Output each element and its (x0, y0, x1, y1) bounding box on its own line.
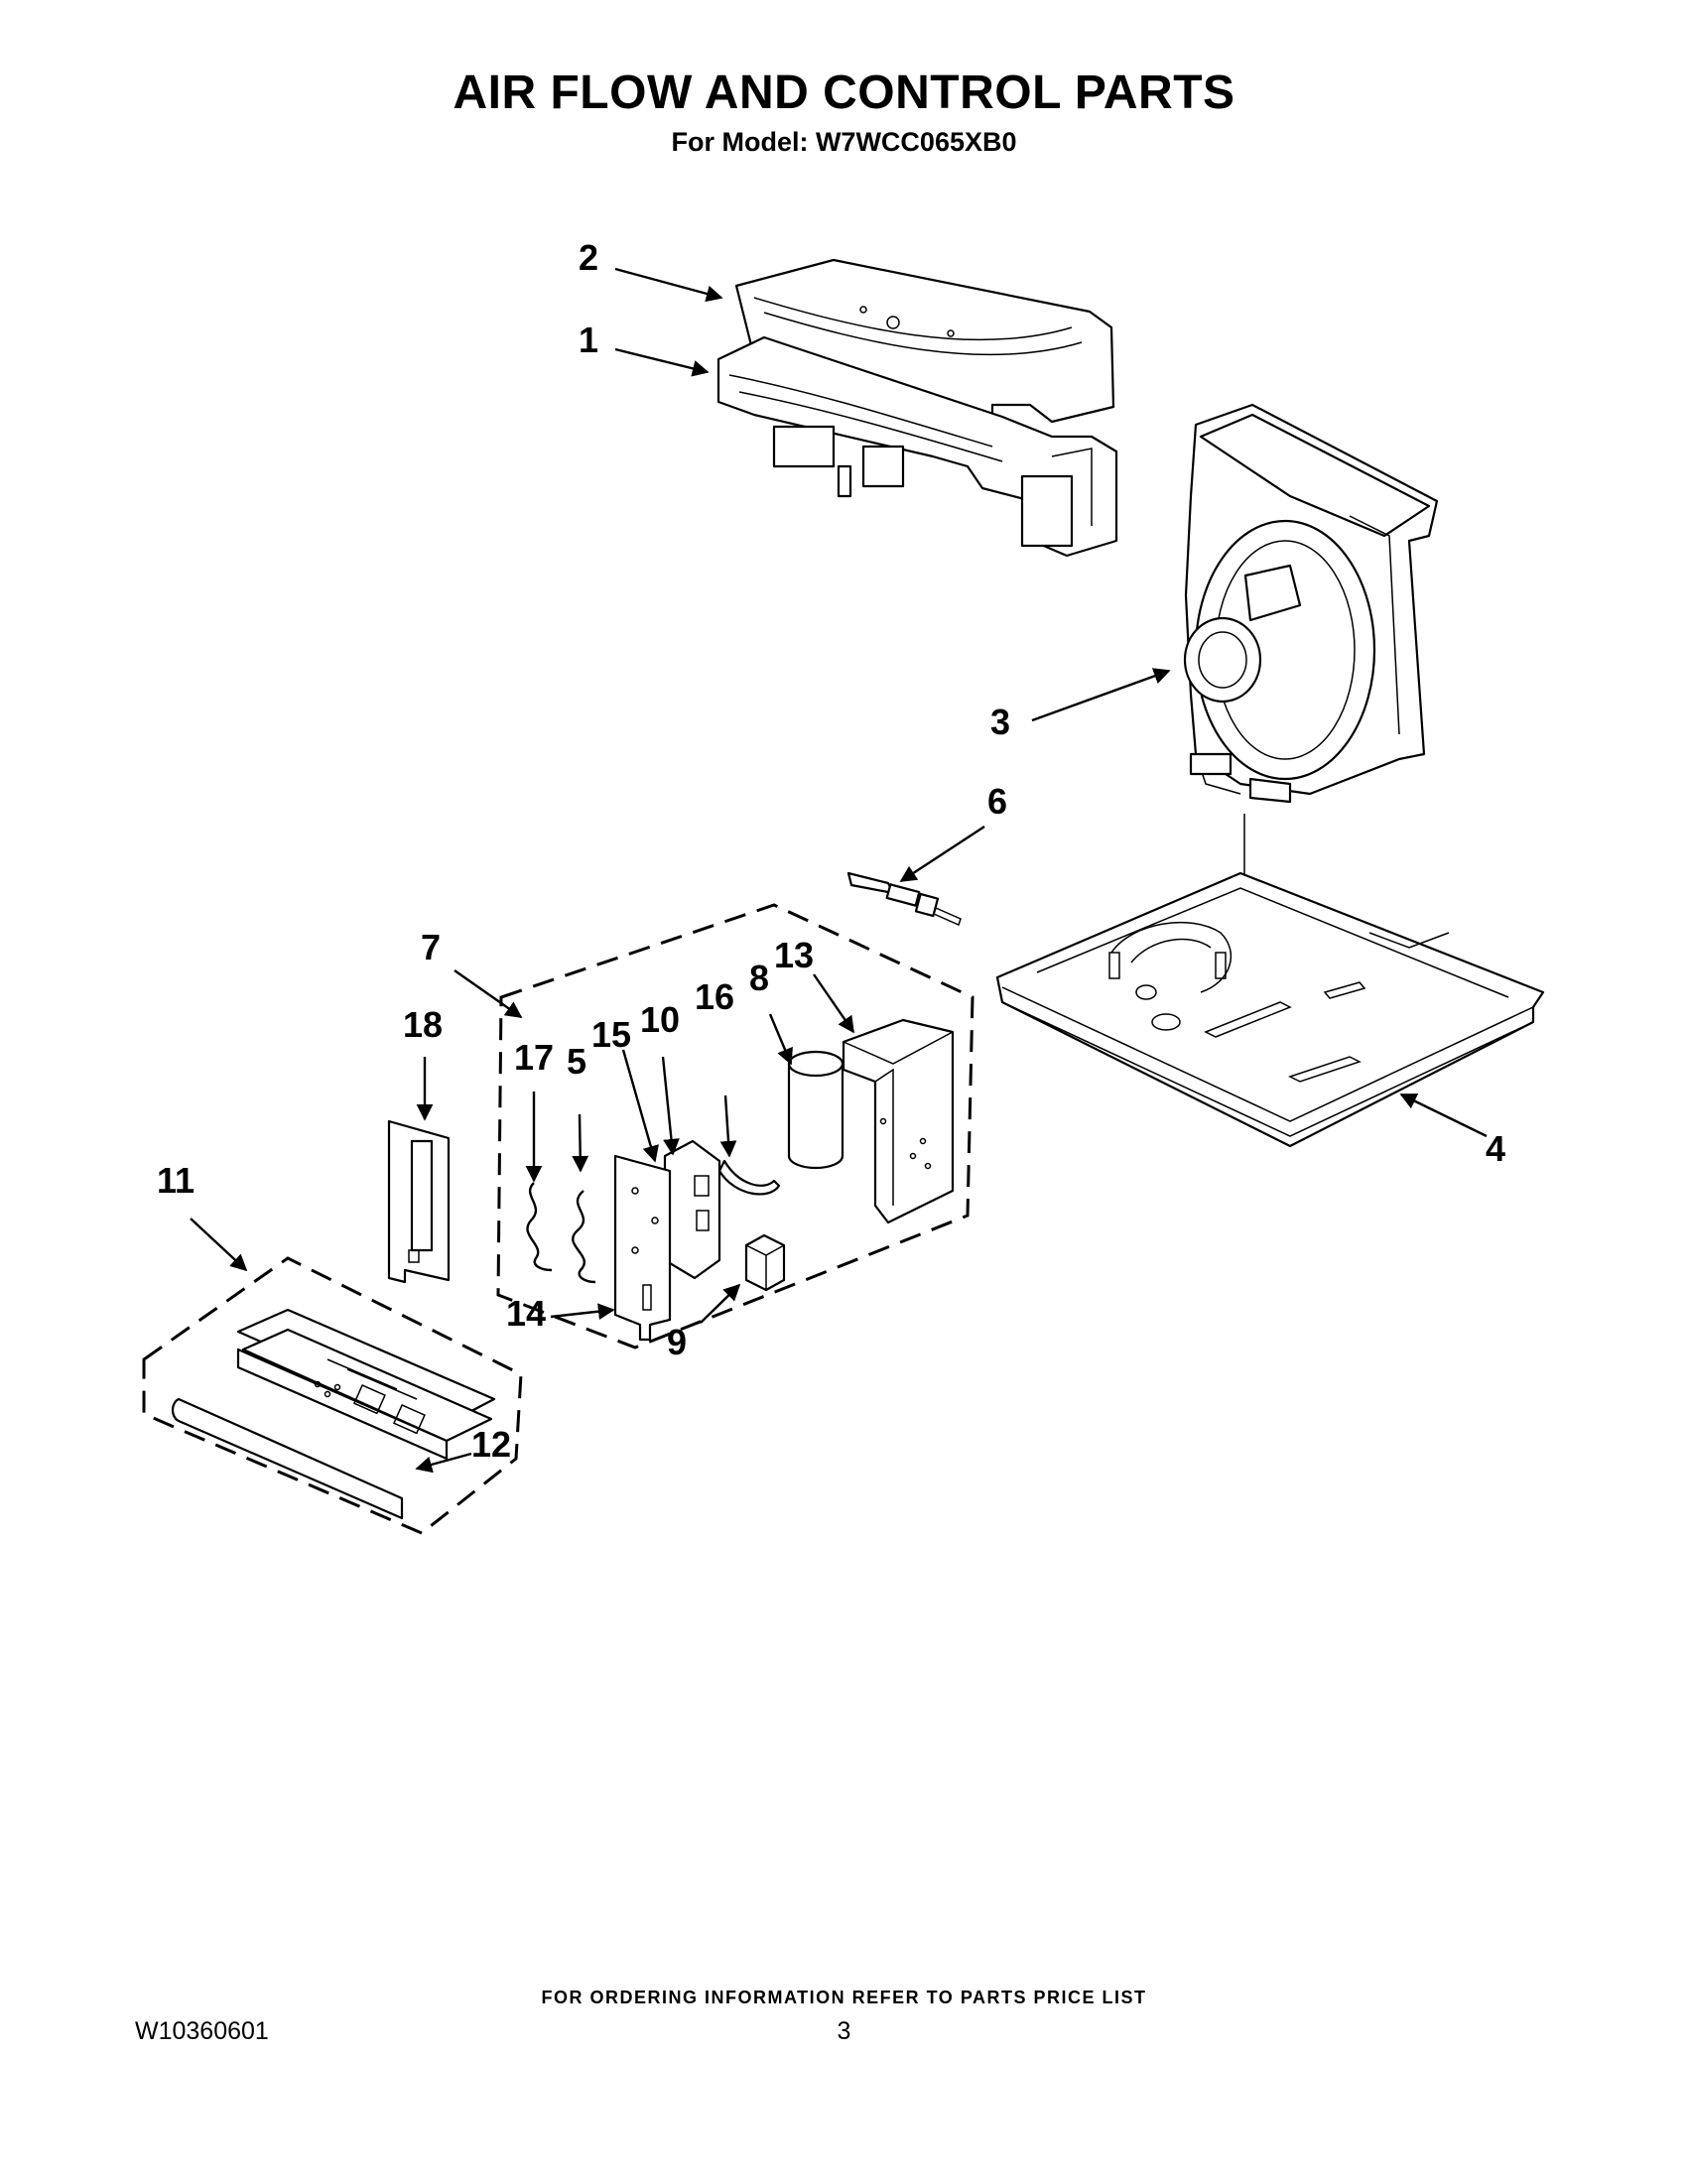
part-18-display-bracket (387, 1119, 451, 1284)
callout-3: 3 (990, 702, 1010, 742)
callout-11: 11 (157, 1160, 195, 1201)
part-17-wire-harness (526, 1182, 553, 1272)
callout-18: 18 (403, 1004, 443, 1045)
callout-14: 14 (506, 1293, 546, 1334)
callout-13: 13 (774, 935, 814, 975)
callout-12: 12 (471, 1424, 511, 1465)
part-5-wire-harness (572, 1190, 596, 1284)
callout-4: 4 (1486, 1128, 1505, 1169)
callout-6: 6 (987, 781, 1007, 822)
part-2-duct-cover (734, 258, 1115, 439)
callout-17: 17 (514, 1037, 554, 1078)
page-number: 3 (837, 2017, 851, 2045)
page-title: AIR FLOW AND CONTROL PARTS (453, 66, 1235, 119)
part-11-control-panel (236, 1308, 496, 1461)
group-7-boundary (496, 903, 974, 1349)
callout-10: 10 (640, 999, 680, 1040)
part-13-control-box (842, 1018, 955, 1224)
callout-15: 15 (591, 1014, 631, 1055)
part-14-main-board (613, 1154, 672, 1342)
part-10-control-board (663, 1139, 721, 1280)
part-12-panel-face (171, 1397, 404, 1520)
model-subtitle: For Model: W7WCC065XB0 (671, 127, 1017, 157)
callout-9: 9 (667, 1322, 687, 1362)
callout-16: 16 (695, 976, 734, 1017)
part-9-transformer (744, 1233, 786, 1292)
ordering-note: FOR ORDERING INFORMATION REFER TO PARTS … (541, 1988, 1147, 2007)
part-4-base-pan (995, 871, 1545, 1148)
callout-5: 5 (567, 1041, 586, 1082)
leader-arrows (190, 267, 1488, 1474)
part-16-capacitor-strap (717, 1159, 781, 1196)
document-number: W10360601 (135, 2017, 269, 2045)
group-11-boundary (142, 1256, 523, 1535)
callout-2: 2 (579, 237, 598, 278)
callout-1: 1 (579, 320, 598, 360)
part-6-sensor (846, 871, 962, 927)
callout-7: 7 (421, 927, 441, 967)
callout-8: 8 (749, 958, 769, 998)
part-3-blower-shroud (1183, 403, 1439, 804)
part-8-capacitor (787, 1050, 844, 1170)
part-1-air-duct (716, 335, 1118, 558)
